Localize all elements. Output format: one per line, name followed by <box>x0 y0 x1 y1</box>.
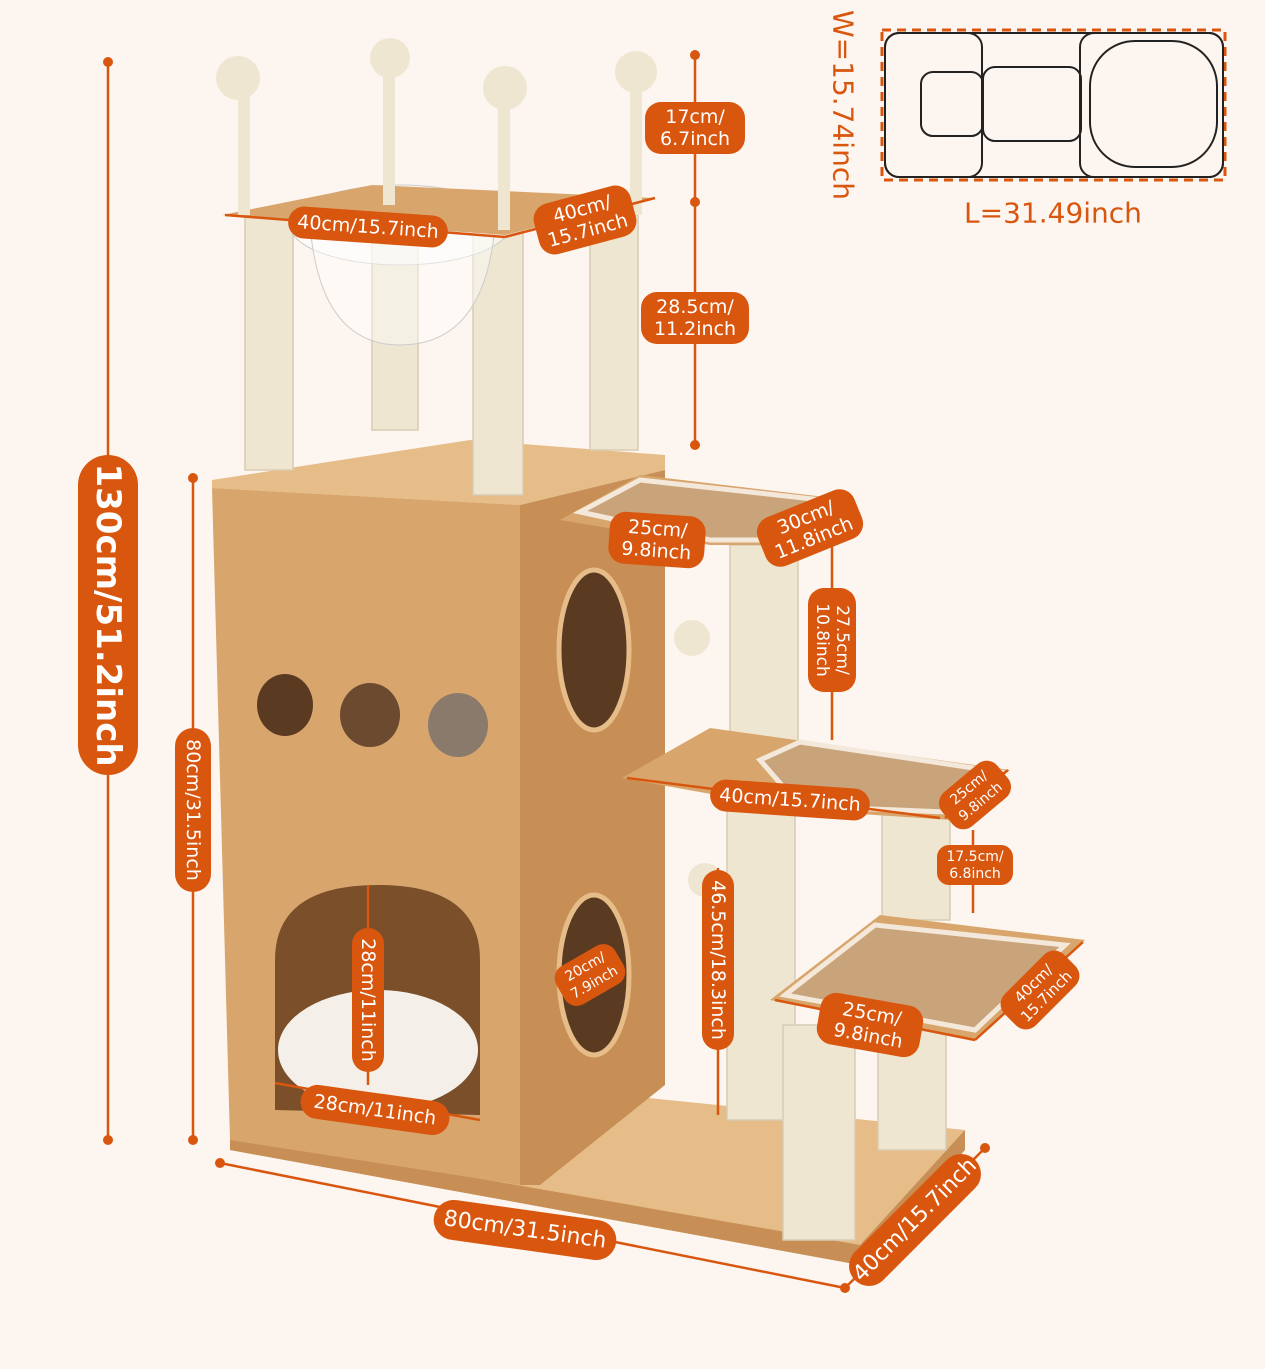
post-height-l1: 28.5cm/ <box>656 296 734 318</box>
label-total-height: 130cm/51.2inch <box>78 455 138 775</box>
label-post-height: 28.5cm/ 11.2inch <box>641 292 749 344</box>
label-side-hole: 20cm/ 7.9inch <box>554 944 626 1006</box>
cat-tree <box>212 38 1085 1265</box>
post-height-l2: 11.2inch <box>654 318 736 340</box>
label-middle-step-width: 25cm/ 9.8inch <box>939 760 1011 830</box>
label-upper-step-length: 25cm/ 9.8inch <box>608 511 706 569</box>
footprint-diagram <box>880 28 1227 182</box>
label-upper-post: 27.5cm/ 10.8inch <box>808 588 856 692</box>
middle-gap-l1: 17.5cm/ <box>946 849 1004 865</box>
label-cave-height: 28cm/11inch <box>352 928 384 1072</box>
upper-post-l2: 10.8inch <box>812 603 832 676</box>
label-middle-gap: 17.5cm/ 6.8inch <box>937 845 1013 885</box>
length-label: L=31.49inch <box>964 197 1142 230</box>
middle-post-text: 46.5cm/18.3inch <box>707 880 729 1040</box>
width-label: W=15.74inch <box>827 10 860 200</box>
label-cabinet-height: 80cm/31.5inch <box>175 728 211 892</box>
label-post-top: 17cm/ 6.7inch <box>645 102 745 154</box>
post-top-l2: 6.7inch <box>660 128 730 150</box>
upper-step-length-l2: 9.8inch <box>621 538 692 565</box>
label-top-length: 40cm/15.7inch <box>288 206 448 248</box>
label-lower-step-width: 40cm/ 15.7inch <box>1000 950 1080 1030</box>
cave-height-text: 28cm/11inch <box>357 938 379 1062</box>
total-height-text: 130cm/51.2inch <box>88 463 128 766</box>
label-top-width: 40cm/ 15.7inch <box>533 185 637 255</box>
label-middle-post: 46.5cm/18.3inch <box>702 870 734 1050</box>
cabinet-height-text: 80cm/31.5inch <box>182 739 204 881</box>
post-top-l1: 17cm/ <box>665 106 725 128</box>
middle-gap-l2: 6.8inch <box>949 866 1001 882</box>
label-middle-step-length: 40cm/15.7inch <box>710 779 870 821</box>
upper-step-length-l1: 25cm/ <box>627 516 689 542</box>
label-lower-step-length: 25cm/ 9.8inch <box>816 992 924 1058</box>
upper-post-l1: 27.5cm/ <box>832 605 852 675</box>
